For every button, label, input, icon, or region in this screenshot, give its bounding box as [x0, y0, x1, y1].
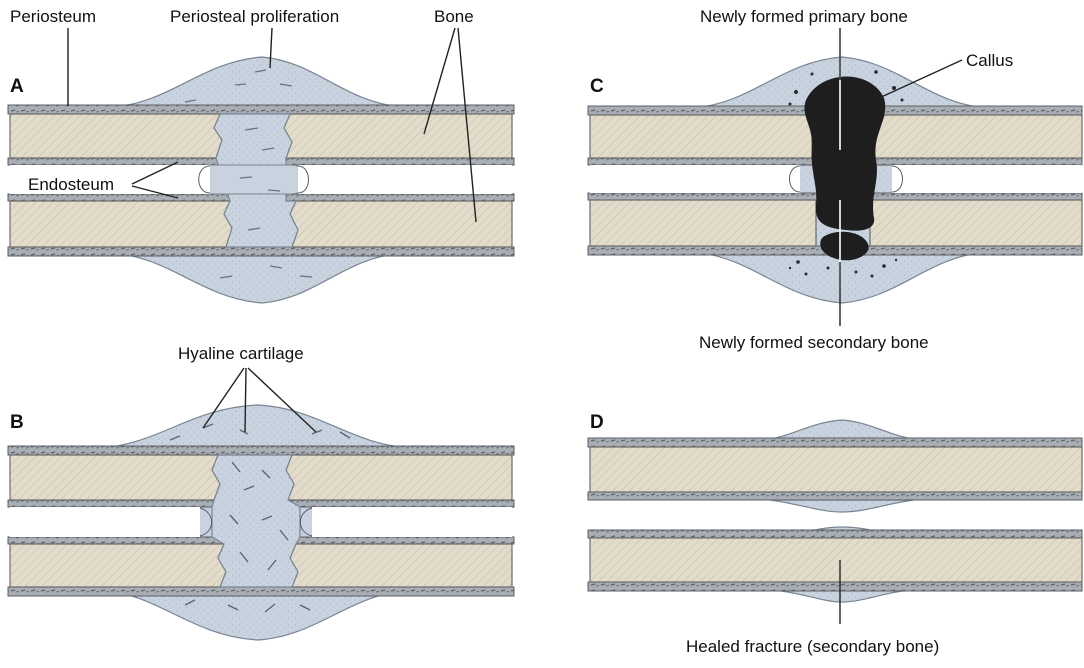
- endosteum-strip: [588, 530, 1082, 538]
- periosteum-strip: [588, 438, 1082, 447]
- bone-segment-left-lower: [10, 544, 226, 587]
- bone-segment-left-upper: [10, 114, 222, 158]
- bone-segment-right-upper: [872, 115, 1082, 158]
- bone-segment-left-lower: [590, 200, 816, 246]
- newly-formed-primary-bone-label: Newly formed primary bone: [700, 7, 908, 26]
- panel-b-letter: B: [10, 412, 24, 433]
- bone-healed-lower: [590, 538, 1082, 582]
- callus-label: Callus: [966, 51, 1013, 70]
- periosteum-strip: [588, 582, 1082, 591]
- periosteum-strip: [8, 587, 514, 596]
- periosteum-strip: [8, 446, 514, 455]
- bone-segment-right-lower: [870, 200, 1082, 246]
- bone-healed-upper: [590, 447, 1082, 492]
- bone-label: Bone: [434, 7, 474, 26]
- residual-callus: [762, 420, 922, 440]
- bone-segment-right-upper: [284, 114, 512, 158]
- bone-segment-left-upper: [590, 115, 812, 158]
- bone-segment-left-upper: [10, 455, 220, 500]
- hyaline-cartilage-label: Hyaline cartilage: [178, 344, 304, 363]
- bone-segment-right-upper: [286, 455, 512, 500]
- bone-segment-right-lower: [290, 201, 512, 247]
- residual-callus: [770, 500, 914, 512]
- panel-d-letter: D: [590, 412, 604, 433]
- periosteum-label: Periosteum: [10, 7, 96, 26]
- marrow-cavity: [196, 165, 306, 194]
- panel-c-letter: C: [590, 76, 604, 97]
- panel-c: C Newly formed primary bone Callus Newly…: [588, 7, 1082, 352]
- bone-segment-right-lower: [290, 544, 512, 587]
- panel-a-letter: A: [10, 76, 24, 97]
- panel-a: A Periosteum Periosteal proliferation Bo…: [8, 7, 514, 303]
- periosteum-strip: [8, 247, 514, 256]
- periosteal-proliferation-label: Periosteal proliferation: [170, 7, 339, 26]
- fracture-gap: [212, 455, 300, 587]
- hyaline-cartilage-leader: [245, 368, 246, 432]
- panel-b: B Hyaline cartilage: [8, 344, 514, 640]
- newly-formed-secondary-bone-label: Newly formed secondary bone: [699, 333, 929, 352]
- healed-fracture-label: Healed fracture (secondary bone): [686, 637, 939, 656]
- periosteum-strip: [8, 105, 514, 114]
- endosteum-strip: [588, 492, 1082, 500]
- bone-segment-left-lower: [10, 201, 232, 247]
- endosteum-label: Endosteum: [28, 175, 114, 194]
- residual-callus: [772, 590, 912, 602]
- panel-d: D Healed fracture (secondary bone): [588, 412, 1082, 656]
